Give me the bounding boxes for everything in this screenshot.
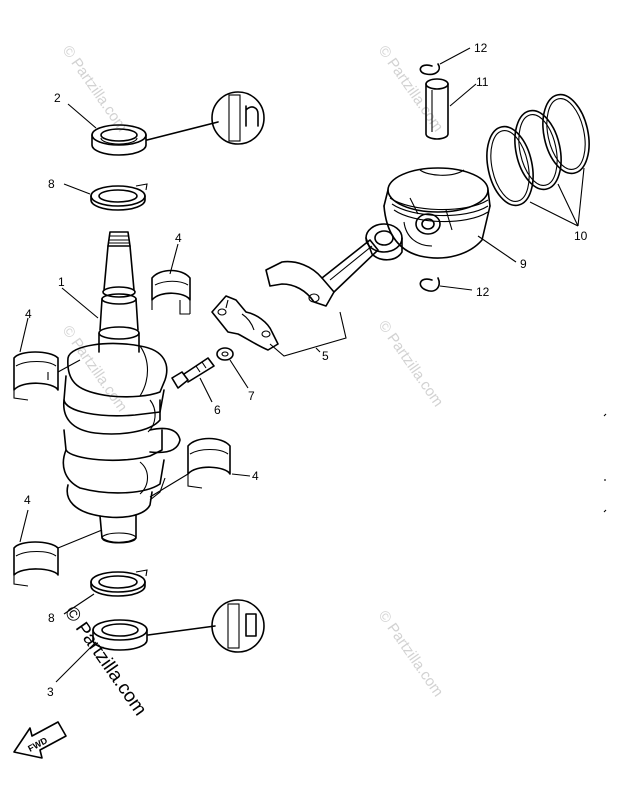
callout-4-upper-left: 4 <box>25 307 32 321</box>
leader-4-lower-left-b <box>57 529 103 549</box>
leader-11 <box>449 83 477 107</box>
piston-pin <box>425 78 449 140</box>
leader-seal-detail-top <box>146 121 219 141</box>
watermark-bottom-left: © Partzilla.com <box>60 603 151 720</box>
leader-4-upper-left <box>19 317 29 353</box>
main-bearing-lower-left <box>13 541 59 587</box>
callout-8-top: 8 <box>48 177 55 191</box>
main-bearing-upper-right <box>151 269 191 315</box>
callout-4-lower-right: 4 <box>252 469 259 483</box>
callout-9: 9 <box>520 257 527 271</box>
leader-10 <box>529 167 585 227</box>
callout-4-lower-left: 4 <box>24 493 31 507</box>
connecting-rod-bolt <box>171 357 215 389</box>
piston-ring-3 <box>542 93 590 175</box>
seal-detail-bottom <box>211 599 265 653</box>
main-bearing-lower-right <box>187 437 231 489</box>
callout-5: 5 <box>322 349 329 363</box>
crankshaft <box>62 231 181 544</box>
callout-12-bottom: 12 <box>476 285 490 299</box>
watermark-bottom-right: © Partzilla.com <box>375 608 447 701</box>
lock-washer <box>216 347 234 361</box>
watermark-mid-right: © Partzilla.com <box>375 318 447 411</box>
leader-1 <box>61 287 99 319</box>
callout-12-top: 12 <box>474 41 488 55</box>
callout-4-upper-right: 4 <box>175 231 182 245</box>
main-bearing-upper-left <box>13 351 59 401</box>
leader-9 <box>477 235 517 263</box>
leader-6 <box>199 377 213 403</box>
watermark-mid-left: © Partzilla.com <box>59 323 131 416</box>
fwd-arrow-icon: FWD <box>13 721 67 759</box>
seal-detail-top <box>211 91 265 145</box>
circlip-bottom <box>419 277 441 292</box>
piston-ring-1 <box>486 125 534 207</box>
leader-5 <box>315 347 321 353</box>
leader-4-upper-left-b <box>57 359 81 373</box>
thrust-washer-bottom <box>90 569 148 597</box>
leader-2 <box>67 103 97 129</box>
leader-8-bottom <box>63 593 95 615</box>
callout-6: 6 <box>214 403 221 417</box>
callout-7: 7 <box>248 389 255 403</box>
fwd-label: FWD <box>26 735 49 754</box>
circlip-top <box>419 63 441 76</box>
leader-seal-detail-bottom <box>147 625 216 636</box>
connecting-rod <box>211 223 403 351</box>
leader-12-top <box>439 47 471 65</box>
leader-5-bracket <box>269 311 347 357</box>
piston <box>383 167 491 259</box>
watermark-top-left: © Partzilla.com <box>59 43 131 136</box>
oil-seal-top <box>91 124 147 156</box>
callout-2: 2 <box>54 91 61 105</box>
piston-ring-2 <box>514 109 562 191</box>
piston-rings <box>486 93 590 207</box>
callout-8-bottom: 8 <box>48 611 55 625</box>
callout-11: 11 <box>476 75 489 89</box>
leader-3 <box>55 641 97 683</box>
leader-7 <box>229 359 249 389</box>
edge-marks <box>603 413 607 513</box>
leader-4-upper-right <box>169 243 179 275</box>
callout-1: 1 <box>58 275 65 289</box>
leader-8-top <box>63 183 91 195</box>
leader-4-lower-right-b <box>149 473 189 498</box>
callout-10: 10 <box>574 229 588 243</box>
leader-4-lower-right <box>231 473 251 477</box>
leader-4-lower-left <box>19 509 29 543</box>
thrust-washer-top <box>90 183 148 211</box>
callout-3: 3 <box>47 685 54 699</box>
leader-12-bottom <box>439 285 473 291</box>
